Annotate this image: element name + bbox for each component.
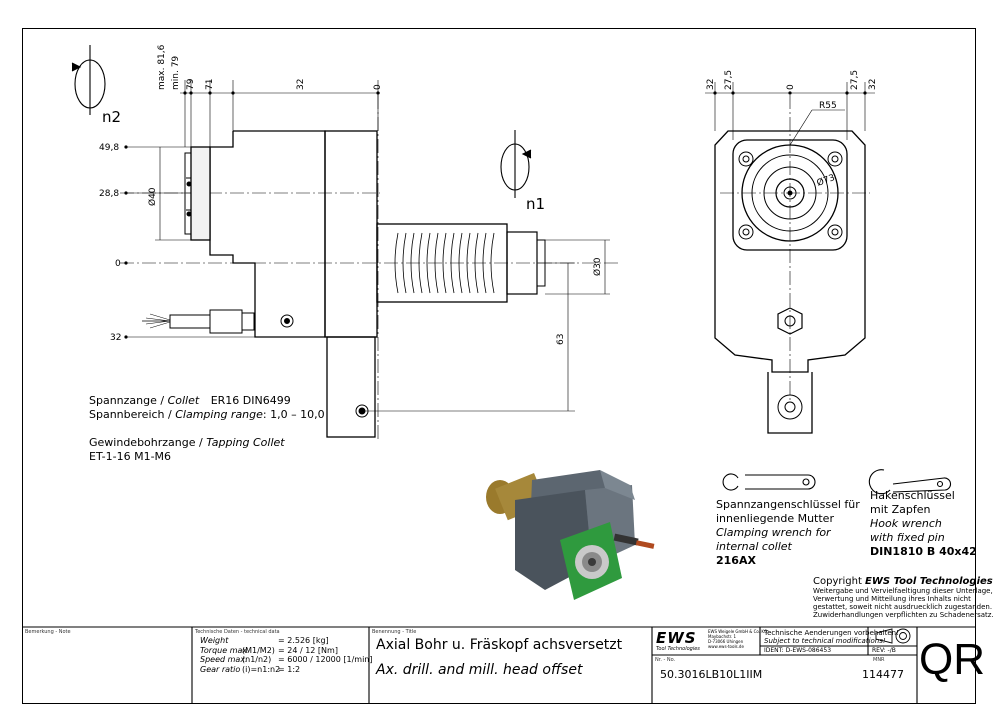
tech-row: Gear ratio(i)=n1:n2= 1:2 (200, 664, 301, 674)
dim-top-71: 71 (205, 79, 215, 90)
dim-front-27-5-left: 27,5 (724, 70, 734, 90)
tool-3d-render (486, 470, 655, 600)
rev-field: REV: -/B (872, 647, 896, 654)
drawing-number: 50.3016LB10L1IIM (660, 668, 763, 681)
copyright-brand: EWS Tool Technologies (865, 576, 993, 587)
dim-left-28-8: 28,8 (99, 189, 119, 199)
tech-row: Weight= 2.526 [kg] (200, 636, 329, 645)
copyright-note: Copyright EWS Tool Technologies Weiterga… (813, 576, 994, 619)
label-n2: n2 (102, 108, 121, 126)
tech-data-table: Weight= 2.526 [kg] Torque max.(M1/M2)= 2… (200, 636, 373, 674)
projection-symbol-icon (875, 628, 911, 644)
dim-dia40: Ø40 (147, 187, 158, 206)
tapping-collet-spec: ET-1-16 M1-M6 (89, 450, 172, 463)
collet-note: Spannzange / Collet ER16 DIN6499 Spannbe… (89, 394, 325, 464)
wrench2-de1: Hakenschlüssel (870, 489, 955, 502)
dim-top-32: 32 (296, 79, 306, 90)
tech-row: Torque max.(M1/M2)= 24 / 12 [Nm] (200, 645, 338, 655)
dim-front-27-5-right: 27,5 (850, 70, 860, 90)
clamping-range-spec: : 1,0 – 10,0 (262, 408, 325, 421)
ident-field: IDENT: D-EWS-086453 (764, 647, 832, 654)
clamping-wrench-icon (722, 473, 816, 491)
wrench2-en2: with fixed pin (870, 531, 945, 544)
tapping-collet-de: Gewindebohrzange / (89, 436, 203, 449)
title-label: Benennung - Title (372, 629, 417, 635)
rotation-arrow-n2 (71, 45, 106, 115)
clamping-range-de: Spannbereich / (89, 408, 172, 421)
label-n1: n1 (526, 195, 545, 213)
dim-top-79: 79 (186, 78, 196, 90)
dim-left-0: 0 (115, 259, 121, 269)
change-note: Technische Aenderungen vorbehalten! Subj… (764, 629, 899, 645)
copyright-line3: Verwertung und Mitteilung ihres Inhalts … (813, 595, 971, 603)
wrench2-en1: Hook wrench (870, 517, 942, 530)
company-address: EWS Weigele GmbH & Co. KG Maybachstr. 1 … (708, 629, 768, 649)
wrench2-de2: mit Zapfen (870, 503, 931, 516)
tech-row: Speed max.(n1/n2)= 6000 / 12000 [1/min] (200, 655, 373, 664)
wrench1-de2: innenliegende Mutter (716, 512, 834, 525)
collet-en: Collet (167, 394, 200, 407)
collet-de: Spannzange / (89, 394, 165, 407)
tech-data-label: Technische Daten - technical data (195, 629, 280, 635)
side-view (120, 95, 620, 440)
wrench1-en2: internal collet (716, 540, 792, 553)
company-logo: EWS (656, 629, 697, 647)
wrench2-code: DIN1810 B 40x42 (870, 545, 977, 558)
dim-top-min: min. 79 (171, 56, 181, 90)
dim-dia73: Ø73 (815, 172, 836, 189)
rotation-arrow-n1 (500, 130, 532, 198)
title-de: Axial Bohr u. Fräskopf achsversetzt (376, 637, 623, 653)
copyright-line5: Zuwiderhandlungen verpflichten zu Schade… (813, 611, 994, 619)
wrench1-code: 216AX (716, 554, 756, 567)
collet-spec: ER16 DIN6499 (210, 394, 291, 407)
dim-front-32-right: 32 (868, 79, 878, 90)
hook-wrench-icon (868, 469, 952, 495)
remark-label: Bemerkung - Note (25, 629, 71, 635)
wrench1-de1: Spannzangenschlüssel für (716, 498, 860, 511)
mnr-label: MNR (873, 657, 885, 663)
dim-dia30: Ø30 (592, 257, 603, 276)
dim-left-49-8: 49,8 (99, 143, 119, 153)
rev-value: -/B (887, 647, 896, 654)
change-de: Technische Aenderungen vorbehalten! (764, 629, 899, 637)
dim-front-32-left: 32 (706, 79, 716, 90)
tapping-collet-en: Tapping Collet (206, 436, 285, 449)
qr-label: QR (919, 635, 985, 684)
dim-r55: R55 (819, 101, 837, 111)
dim-top-max: max. 81,6 (157, 44, 167, 90)
dim-top-0: 0 (373, 84, 383, 90)
nr-label: Nr. - No. (655, 657, 676, 663)
change-en: Subject to technical modifications! (764, 637, 886, 645)
copyright-line2: Weitergabe und Vervielfaeltigung dieser … (813, 587, 993, 595)
mnr-number: 114477 (862, 668, 904, 681)
hook-wrench-note: Hakenschlüssel mit Zapfen Hook wrench wi… (870, 489, 977, 559)
dim-front-0: 0 (786, 84, 796, 90)
title-en: Ax. drill. and mill. head offset (376, 662, 583, 678)
copyright-prefix: Copyright (813, 576, 866, 587)
clamping-range-en: Clamping range (175, 408, 263, 421)
dim-left-32: 32 (110, 333, 121, 343)
wrench1-en1: Clamping wrench for (716, 526, 831, 539)
front-view (705, 82, 875, 434)
dim-63: 63 (556, 334, 566, 345)
copyright-line4: gestattet, soweit nicht ausdruecklich zu… (813, 603, 993, 611)
company-logo-sub: Tool Technologies (656, 646, 700, 652)
ident-value: D-EWS-086453 (785, 647, 832, 654)
clamping-wrench-note: Spannzangenschlüssel für innenliegende M… (716, 498, 860, 568)
drawing-sheet (22, 28, 976, 704)
